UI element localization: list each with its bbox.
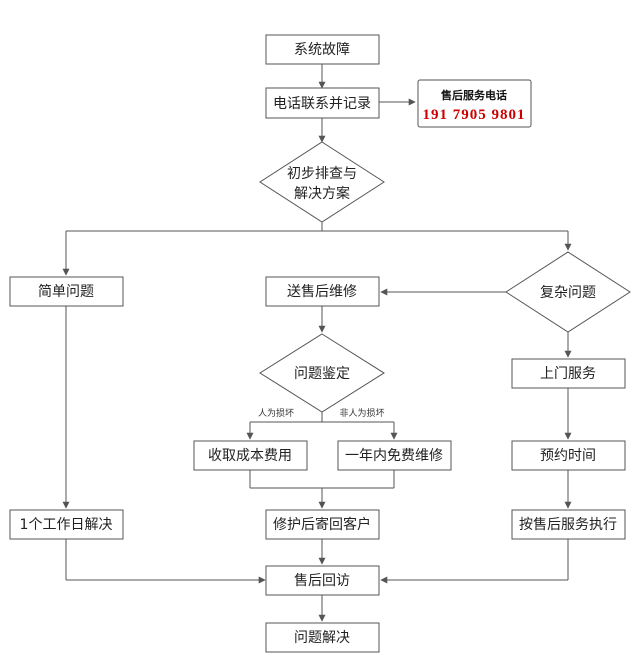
node-return-customer-label: 修护后寄回客户: [273, 516, 371, 533]
node-appointment-label: 预约时间: [540, 448, 596, 464]
node-followup-label: 售后回访: [294, 573, 350, 589]
node-return-customer: 修护后寄回客户: [265, 509, 380, 540]
node-free-repair-label: 一年内免费维修: [345, 448, 443, 464]
node-resolved-label: 问题解决: [294, 630, 350, 646]
node-fault-label: 系统故障: [294, 42, 350, 58]
node-send-repair-label: 送售后维修: [287, 284, 357, 300]
node-onsite: 上门服务: [511, 358, 626, 389]
node-identify-label: 问题鉴定: [294, 366, 350, 382]
connectors: [62, 64, 572, 622]
node-one-day: 1个工作日解决: [9, 509, 124, 540]
node-simple-label: 简单问题: [38, 283, 94, 300]
branch-label-human: 人为损坏: [258, 407, 294, 419]
node-fault: 系统故障: [265, 34, 380, 65]
node-contact: 电话联系并记录: [265, 87, 380, 119]
node-initial-label-1: 初步排查与: [287, 165, 357, 182]
node-identify-diamond: 问题鉴定: [259, 333, 385, 413]
node-contact-label: 电话联系并记录: [273, 96, 371, 112]
node-simple: 简单问题: [9, 276, 124, 307]
node-onsite-label: 上门服务: [540, 366, 596, 382]
node-charge: 收取成本费用: [193, 440, 308, 471]
node-free-repair: 一年内免费维修: [337, 440, 452, 471]
node-charge-label: 收取成本费用: [208, 448, 292, 464]
hotline-box: 售后服务电话 191 7905 9801: [417, 79, 532, 128]
node-appointment: 预约时间: [511, 440, 626, 471]
node-followup: 售后回访: [265, 565, 380, 596]
node-execute-label: 按售后服务执行: [519, 517, 617, 533]
node-send-repair: 送售后维修: [265, 276, 380, 307]
node-complex-diamond: 复杂问题: [505, 251, 631, 333]
node-initial-diamond: 初步排查与 解决方案: [259, 141, 385, 223]
node-execute: 按售后服务执行: [511, 509, 626, 540]
node-resolved: 问题解决: [265, 622, 380, 653]
branch-label-non-human: 非人为损坏: [339, 407, 384, 419]
node-one-day-label: 1个工作日解决: [20, 517, 113, 533]
hotline-number: 191 7905 9801: [423, 107, 526, 123]
node-complex-label: 复杂问题: [540, 284, 596, 301]
hotline-title: 售后服务电话: [440, 88, 507, 102]
node-initial-label-2: 解决方案: [294, 185, 350, 202]
